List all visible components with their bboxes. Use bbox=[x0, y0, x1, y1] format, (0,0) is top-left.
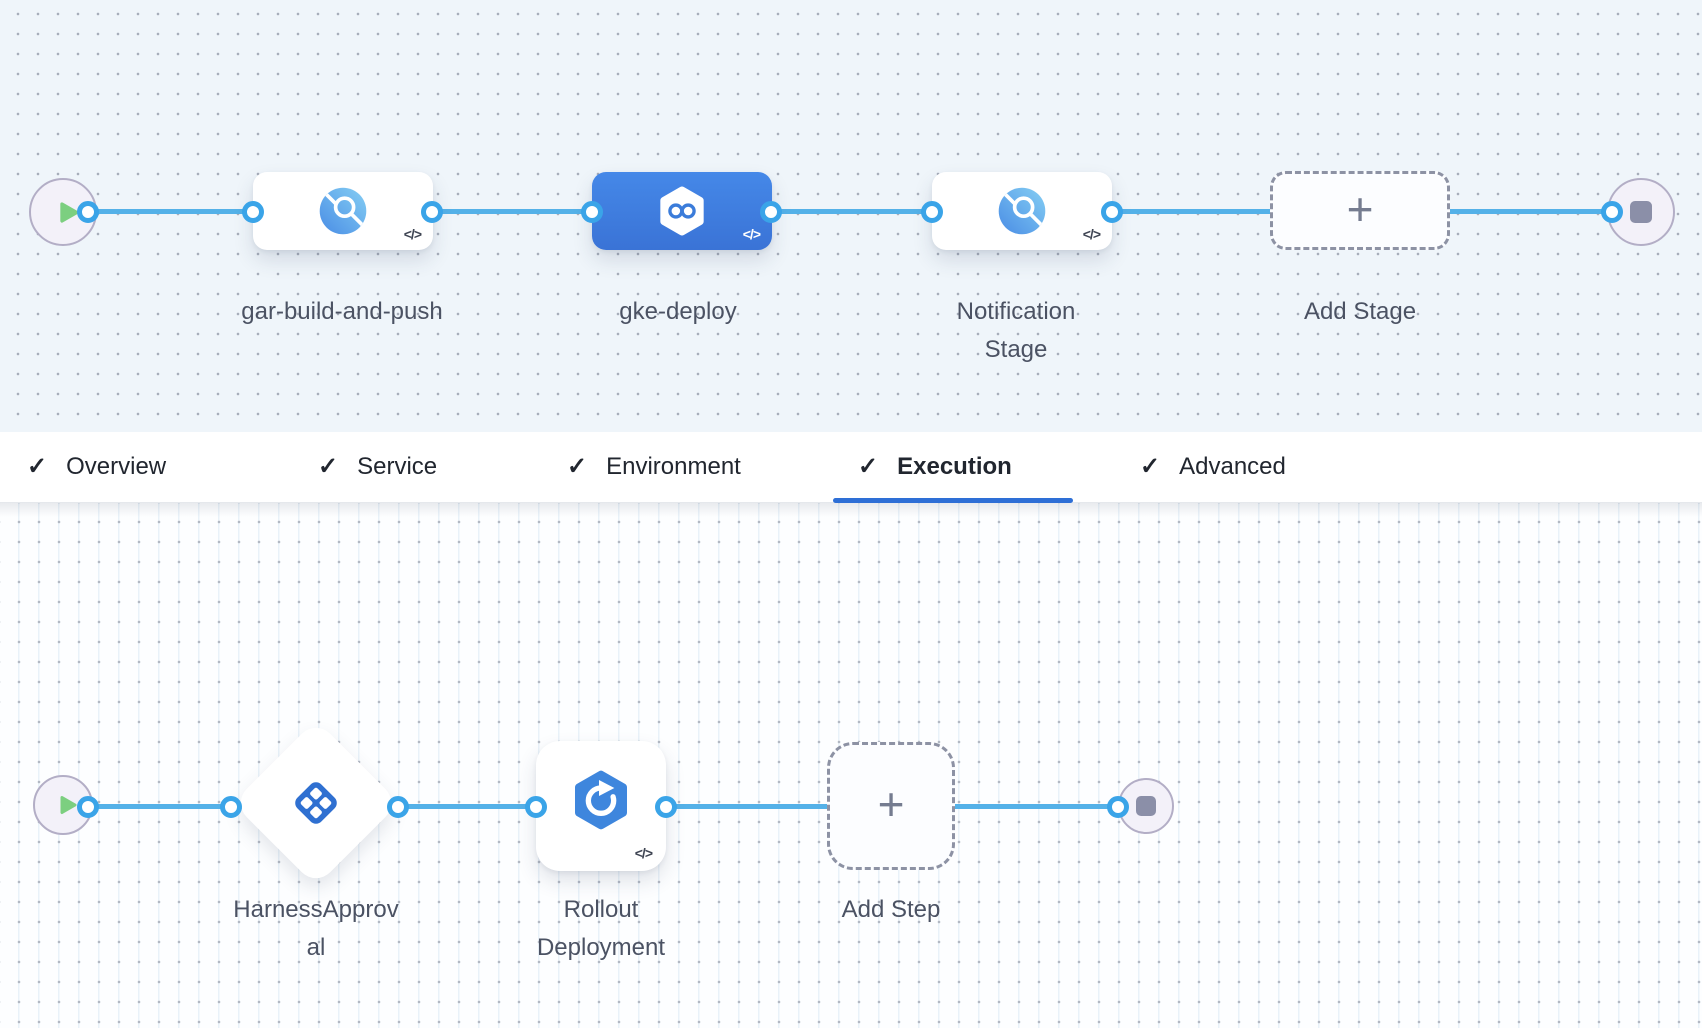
tab-label: Overview bbox=[66, 453, 167, 480]
connector-port[interactable] bbox=[77, 201, 99, 223]
approval-checker-icon bbox=[288, 775, 344, 836]
stage-config-tabbar: ✓ Overview ✓ Service ✓ Environment ✓ Exe… bbox=[0, 432, 1702, 503]
connector-port[interactable] bbox=[921, 201, 943, 223]
stop-icon bbox=[1136, 796, 1156, 816]
execution-end-node[interactable] bbox=[1118, 778, 1174, 834]
connector-port[interactable] bbox=[77, 796, 99, 818]
yaml-badge: </> bbox=[634, 845, 653, 861]
tab-overview[interactable]: ✓ Overview bbox=[27, 432, 166, 502]
yaml-badge: </> bbox=[403, 226, 422, 242]
yaml-badge: </> bbox=[742, 226, 761, 242]
connector-port[interactable] bbox=[242, 201, 264, 223]
tab-environment[interactable]: ✓ Environment bbox=[567, 432, 741, 502]
cd-infinity-icon bbox=[657, 186, 707, 236]
step-label: HarnessApproval bbox=[233, 896, 399, 961]
tab-label: Service bbox=[357, 453, 438, 480]
stage-label: gar-build-and-push bbox=[241, 298, 443, 325]
step-rollout-deployment[interactable]: </> bbox=[536, 741, 666, 871]
play-icon bbox=[53, 199, 80, 226]
connector-port[interactable] bbox=[387, 796, 409, 818]
execution-start-node[interactable] bbox=[33, 775, 93, 835]
connector-port[interactable] bbox=[655, 796, 677, 818]
add-stage-button[interactable]: + bbox=[1270, 171, 1450, 250]
check-icon: ✓ bbox=[567, 452, 588, 480]
plus-icon: + bbox=[1346, 182, 1374, 235]
stage-card-gar-build-and-push[interactable]: </> bbox=[253, 172, 433, 250]
connector-port[interactable] bbox=[421, 201, 443, 223]
execution-canvas[interactable]: </> + HarnessApproval Rollout Deployment… bbox=[0, 503, 1702, 1028]
add-stage-label: Add Stage bbox=[1303, 298, 1417, 325]
connector-port[interactable] bbox=[525, 796, 547, 818]
stage-canvas[interactable]: </> </> bbox=[0, 0, 1702, 432]
stage-connector-wire bbox=[88, 209, 1612, 214]
connector-port[interactable] bbox=[1107, 796, 1129, 818]
add-step-label: Add Step bbox=[841, 896, 941, 923]
stop-icon bbox=[1630, 201, 1652, 223]
plus-icon: + bbox=[877, 778, 905, 830]
registry-search-icon bbox=[317, 185, 369, 237]
tab-label: Advanced bbox=[1179, 453, 1286, 480]
stage-card-notification-stage[interactable]: </> bbox=[932, 172, 1112, 250]
registry-search-icon bbox=[996, 185, 1048, 237]
yaml-badge: </> bbox=[1082, 226, 1101, 242]
play-icon bbox=[54, 793, 78, 817]
check-icon: ✓ bbox=[318, 452, 339, 480]
stage-card-gke-deploy[interactable]: </> bbox=[592, 172, 772, 250]
rollout-hexagon-icon bbox=[569, 768, 633, 832]
connector-port[interactable] bbox=[760, 201, 782, 223]
connector-port[interactable] bbox=[220, 796, 242, 818]
connector-port[interactable] bbox=[1101, 201, 1123, 223]
pipeline-end-node[interactable] bbox=[1607, 178, 1675, 246]
active-tab-underline bbox=[833, 498, 1073, 503]
tab-execution[interactable]: ✓ Execution bbox=[858, 432, 1012, 502]
add-step-button[interactable]: + bbox=[827, 742, 955, 870]
tab-advanced[interactable]: ✓ Advanced bbox=[1140, 432, 1286, 502]
connector-port[interactable] bbox=[581, 201, 603, 223]
check-icon: ✓ bbox=[858, 452, 879, 480]
stage-label: Notification Stage bbox=[956, 298, 1076, 363]
tab-label: Execution bbox=[897, 453, 1012, 480]
step-label: Rollout Deployment bbox=[536, 896, 666, 961]
tab-label: Environment bbox=[606, 453, 741, 480]
pipeline-start-node[interactable] bbox=[29, 178, 97, 246]
stage-label: gke-deploy bbox=[619, 298, 737, 325]
tab-service[interactable]: ✓ Service bbox=[318, 432, 437, 502]
check-icon: ✓ bbox=[1140, 452, 1161, 480]
check-icon: ✓ bbox=[27, 452, 48, 480]
connector-port[interactable] bbox=[1601, 201, 1623, 223]
